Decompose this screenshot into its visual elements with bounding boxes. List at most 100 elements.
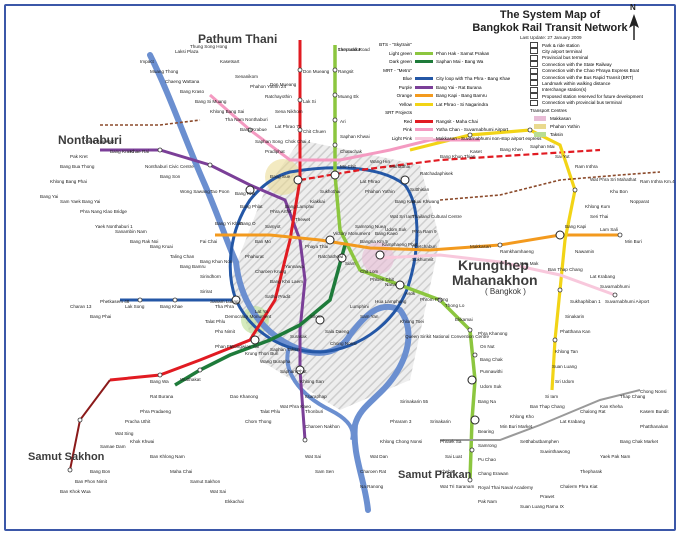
legend-symbol-icon (530, 93, 538, 100)
station-label: Bang Rak Noi (130, 239, 159, 244)
station-label: Sirinakarin 55 (400, 399, 429, 404)
station-label: Siam (345, 261, 356, 266)
station-label: Ban Khok Wua (60, 489, 91, 494)
legend-line-swatch (415, 94, 433, 97)
station-label: Pracha Uthit (125, 419, 151, 424)
station-rat-burana[interactable] (295, 365, 305, 375)
legend-line-label: MRT - "Metro" (383, 67, 412, 73)
station-label: Wang Burapha (260, 359, 291, 364)
chao-phraya-river (147, 52, 412, 513)
transport-centre-phahon-yothin (265, 159, 301, 195)
legend-transport-centre: Phahon Yothin (534, 124, 580, 129)
legend-symbol-row: Connection with the State Railway (530, 61, 612, 68)
station-label: Samrong Nuea (355, 224, 386, 229)
station-label: Sirirat (200, 289, 212, 294)
station-label: Si Iam (545, 394, 559, 399)
legend-line-name: Bang Kapi - Bang Bamru (436, 93, 487, 98)
station-makkasan[interactable] (375, 250, 385, 260)
legend-line-row: Orange Bang Kapi - Bang Bamru (372, 93, 487, 98)
station-label: Phahon Yothin 24 (250, 84, 287, 89)
station-lat-phrao[interactable] (400, 175, 410, 185)
station-label: Mahatthai (390, 164, 411, 169)
station-label: Maha Chai (170, 469, 193, 474)
legend-symbol-icon (530, 86, 538, 93)
station-phaya-thai[interactable] (325, 235, 335, 245)
station-label: Bang Kraso (180, 89, 205, 94)
legend-symbol-icon (530, 48, 538, 55)
station-mo-chit[interactable] (330, 170, 340, 180)
station-label: Ekkamai (455, 317, 473, 322)
station-label: Min Buri (625, 239, 642, 244)
line-srt-east (439, 171, 661, 201)
station-silom[interactable] (315, 315, 325, 325)
station-label: Phrom Phong (420, 297, 449, 302)
station-tao-poon[interactable] (245, 185, 255, 195)
station-label: Bang Kruai (150, 244, 173, 249)
station-wongwian-yai[interactable] (250, 335, 260, 345)
station-tha-phra[interactable] (231, 295, 241, 305)
station-label: Asok (405, 291, 416, 296)
legend-line-label: BTS - "Skytrain" (379, 42, 412, 47)
station-siam[interactable] (337, 253, 347, 263)
station-label: Bearing (478, 429, 494, 434)
legend-line-label: Dark green (389, 59, 412, 64)
station-label: Bang Lamphu (285, 204, 314, 209)
station-label: Lat Ya (255, 309, 268, 314)
station-label: Kheha (440, 469, 454, 474)
legend-line-row: MRT - "Metro" (372, 68, 412, 73)
station-label: Wang Hin (370, 159, 390, 164)
station-label: Samut Sakhon (190, 479, 221, 484)
line-red (109, 40, 302, 382)
station-label: Mo Chit (340, 164, 356, 169)
legend-line-label: Orange (396, 93, 412, 98)
station-bang-sue[interactable] (293, 175, 303, 185)
station-label: Phra Ram 9 (412, 229, 437, 234)
station-label: Khlong San (300, 379, 324, 384)
region-krungthep-2: Mahanakhon (452, 272, 538, 288)
station-label: Bang Yai (40, 194, 59, 199)
station-label: Phetkasem 48 (100, 299, 130, 304)
station-label: Lam Sali (600, 227, 618, 232)
station-label: Bang Kapi (395, 199, 417, 204)
station-samrong[interactable] (470, 415, 480, 425)
legend-line-swatch (415, 60, 433, 63)
station-label: Phra Khanong (478, 331, 508, 336)
station-label: Bang Wa (150, 379, 169, 384)
station-label: Bang Yi Khan (215, 221, 243, 226)
station-label: Setthabutbamphen (520, 439, 559, 444)
station-label: Phatthanakan (640, 424, 669, 429)
station-label: Pho Nimit (215, 329, 235, 334)
station-label: Sala Daeng (325, 329, 350, 334)
station-bang-na[interactable] (467, 375, 477, 385)
station-label: Chong Nonsi (330, 341, 357, 346)
legend-transport-centre-swatch (534, 124, 546, 129)
station-label: Bang Bua Thong (60, 164, 95, 169)
station-label: Lam Lukka (338, 47, 361, 52)
station-label: Khu Bon (610, 189, 628, 194)
station-asok[interactable] (395, 280, 405, 290)
station-label: Samyot (265, 224, 281, 229)
station-label: Wutthakat (180, 377, 201, 382)
legend-symbol-row: Landmark within walking distance (530, 80, 610, 87)
legend-symbol-icon (530, 80, 538, 87)
region-nonthaburi: Nonthaburi (58, 133, 122, 147)
station-label: Na Ranong (360, 484, 384, 489)
legend-symbol-icon (530, 54, 538, 61)
station-label: Sai Luat (445, 454, 462, 459)
legend-line-label: Blue (402, 76, 412, 81)
station-label: Silom (310, 314, 322, 319)
station-label: Sam Yan (360, 314, 379, 319)
legend-line-name: Saphan Mai - Bang Wa (436, 59, 484, 64)
legend-symbol-icon (530, 74, 538, 80)
station-bang-kapi[interactable] (555, 230, 565, 240)
station-label: Saphan Song (255, 139, 283, 144)
station-label: Khlong Tan (555, 349, 578, 354)
legend-line-swatch (415, 51, 433, 55)
station-label: Phahurat (245, 254, 264, 259)
station-label: Nopparat (630, 199, 649, 204)
legend-symbol-icon (530, 99, 538, 106)
station-label: Phaya Thai (305, 244, 329, 249)
